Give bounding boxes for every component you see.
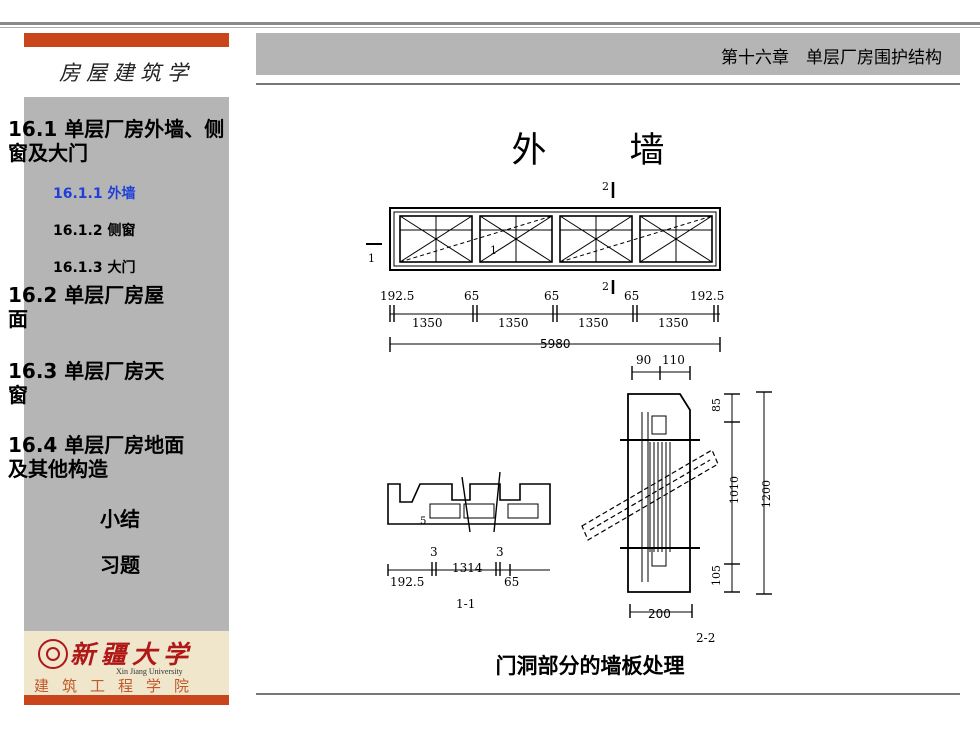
section-mark-1: 1 [368,252,375,265]
footer-rule [256,693,960,695]
dim-85: 85 [710,398,723,412]
nav-item-16-4-label: 16.4 单层厂房地面及其他构造 [8,433,185,481]
nav-item-16-4[interactable]: 16.4 单层厂房地面及其他构造 [8,433,223,481]
nav-item-16-1-3[interactable]: 16.1.3 大门 [53,260,136,276]
dim-1200: 1200 [760,480,773,508]
section-mark-2-top: 2 [602,180,609,193]
dim-105: 105 [710,565,723,586]
nav-item-16-2-label: 16.2 单层厂房屋面 [8,283,165,331]
dim-65-a: 65 [464,289,479,303]
course-title: 房屋建筑学 [24,47,229,97]
header-band: 第十六章 单层厂房围护结构 [256,33,960,75]
chapter-title: 第十六章 单层厂房围护结构 [721,48,942,68]
dim-1010: 1010 [728,476,741,504]
dim-192-5-right: 192.5 [690,289,724,303]
section-mark-2-bottom: 2 [602,280,609,293]
sidebar-accent-bottom [24,695,229,705]
nav-item-summary[interactable]: 小结 [100,507,140,531]
sidebar-accent-top [24,33,229,47]
nav-item-16-1-2[interactable]: 16.1.2 侧窗 [53,223,136,239]
university-name-en: Xin Jiang University [116,667,183,676]
dim-3-left: 3 [430,545,438,559]
dim-192-5-section: 192.5 [390,575,424,589]
dim-110: 110 [662,353,685,367]
dim-5980: 5980 [540,337,571,351]
top-rule-thin [0,27,980,28]
university-logo: 新疆大学 Xin Jiang University 建筑工程学院 [24,631,229,695]
college-name: 建筑工程学院 [34,677,203,695]
sidebar: 房屋建筑学 16.1 单层厂房外墙、侧窗及大门 16.1.1 外墙 16.1.2… [8,33,229,705]
nav-item-exercises[interactable]: 习题 [100,553,140,577]
dim-65-b: 65 [544,289,559,303]
label-section-2-2: 2-2 [696,631,715,645]
top-rule [0,22,980,25]
section-mark-1-inner: 1 [490,244,497,257]
dim-1350-a: 1350 [412,316,443,330]
university-name: 新疆大学 [70,640,195,669]
header-rule [256,83,960,85]
slide-title: 外 墙 [511,131,689,171]
dim-1350-d: 1350 [658,316,689,330]
nav-item-16-3-label: 16.3 单层厂房天窗 [8,359,165,407]
dim-5: 5 [420,516,426,527]
dim-65-section: 65 [504,575,519,589]
dim-200: 200 [648,607,671,621]
university-emblem-icon [38,639,68,669]
dim-65-c: 65 [624,289,639,303]
nav-item-16-1[interactable]: 16.1 单层厂房外墙、侧窗及大门 [8,117,225,165]
dim-1350-c: 1350 [578,316,609,330]
dim-1350-b: 1350 [498,316,529,330]
dim-90: 90 [636,353,651,367]
nav-item-16-1-1[interactable]: 16.1.1 外墙 [53,186,136,202]
nav-item-16-3[interactable]: 16.3 单层厂房天窗 [8,359,198,407]
dim-192-5-left: 192.5 [380,289,414,303]
wall-panel-drawing: 2 2 1 1 192.5 65 65 65 192.5 1350 1350 1… [366,180,773,645]
nav-item-16-2[interactable]: 16.2 单层厂房屋面 [8,283,198,331]
label-section-1-1: 1-1 [456,597,475,611]
sidebar-nav: 16.1 单层厂房外墙、侧窗及大门 16.1.1 外墙 16.1.2 侧窗 16… [8,97,229,631]
figure-caption: 门洞部分的墙板处理 [495,654,685,678]
dim-1314: 1314 [452,561,483,575]
dim-3-right: 3 [496,545,504,559]
